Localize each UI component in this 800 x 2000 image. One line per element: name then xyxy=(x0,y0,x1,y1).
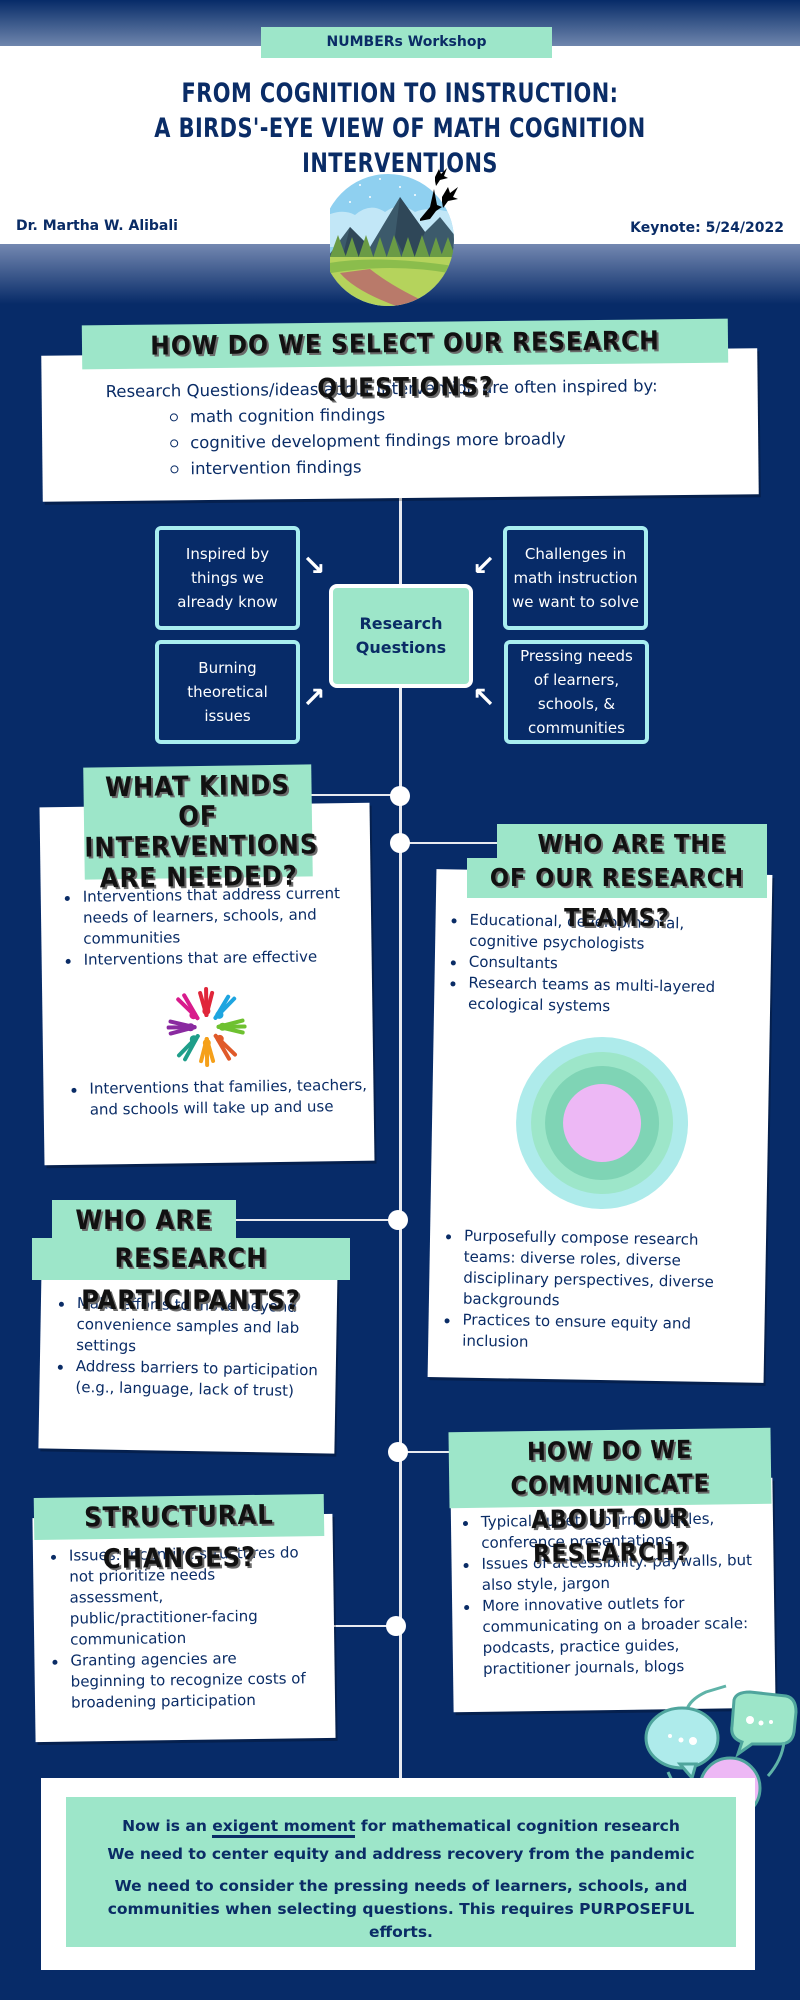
page-title: FROM COGNITION TO INSTRUCTION: A BIRDS'-… xyxy=(56,76,744,181)
connector-line xyxy=(230,1219,400,1221)
keynote-date: Keynote: 5/24/2022 xyxy=(630,220,784,236)
flow-box-theoretical: Burning theoretical issues xyxy=(155,640,300,744)
flow-box-challenges: Challenges in math instruction we want t… xyxy=(503,526,648,630)
ring-core xyxy=(563,1084,642,1163)
text: Now is an xyxy=(122,1817,213,1835)
conclusion-line-1: Now is an exigent moment for mathematica… xyxy=(66,1817,736,1838)
arrow-down-left-icon: ↙ xyxy=(472,549,496,582)
connector-line xyxy=(400,1451,452,1453)
connector-line xyxy=(400,842,510,844)
conclusion-line-3: We need to consider the pressing needs o… xyxy=(107,1877,695,1941)
list-item: Address barriers to participation (e.g.,… xyxy=(53,1356,324,1403)
title-line-2: A BIRDS'-EYE VIEW OF MATH COGNITION INTE… xyxy=(154,113,646,179)
select-questions-list: math cognition findings cognitive develo… xyxy=(166,399,659,482)
connector-line xyxy=(310,794,400,796)
structural-heading: STRUCTURAL CHANGES? xyxy=(33,1493,325,1575)
list-item: Practices to ensure equity and inclusion xyxy=(440,1309,741,1356)
interventions-heading: WHAT KINDS OF INTERVENTIONS ARE NEEDED? xyxy=(83,764,319,894)
list-item: Granting agencies are beginning to recog… xyxy=(48,1647,309,1714)
list-item: More innovative outlets for communicatin… xyxy=(460,1592,766,1680)
concentric-circles-icon xyxy=(516,1037,689,1210)
timeline-node xyxy=(386,1616,406,1636)
select-questions-heading: HOW DO WE SELECT OUR RESEARCH QUESTIONS? xyxy=(81,318,729,404)
interventions-card: Interventions that address current needs… xyxy=(39,802,375,1166)
timeline-node xyxy=(388,1210,408,1230)
timeline-node xyxy=(388,1442,408,1462)
author-name: Dr. Martha W. Alibali xyxy=(16,218,178,234)
emphasis-text: exigent moment xyxy=(212,1817,356,1838)
teams-card: Educational, developmental, cognitive ps… xyxy=(427,869,773,1383)
interventions-list-2: Interventions that families, teachers, a… xyxy=(67,1075,368,1121)
list-item: Interventions that families, teachers, a… xyxy=(67,1075,368,1121)
title-line-1: FROM COGNITION TO INSTRUCTION: xyxy=(181,78,619,109)
participants-heading-line-2: RESEARCH PARTICIPANTS? xyxy=(32,1238,350,1316)
workshop-badge: NUMBERs Workshop xyxy=(261,27,552,58)
arrow-up-right-icon: ↗ xyxy=(302,681,326,714)
heading-line: INTERVENTIONS xyxy=(84,829,319,865)
interventions-list: Interventions that address current needs… xyxy=(61,883,362,971)
participants-heading-line-1: WHO ARE OUR xyxy=(52,1200,236,1278)
teams-list-2: Purposefully compose research teams: div… xyxy=(440,1225,742,1356)
text: for mathematical cognition research xyxy=(355,1817,680,1835)
flow-box-pressing-needs: Pressing needs of learners, schools, & c… xyxy=(504,640,649,744)
timeline-node xyxy=(390,786,410,806)
heading-line: WHAT KINDS OF xyxy=(104,769,291,833)
teams-heading-line-2: OF OUR RESEARCH TEAMS? xyxy=(467,858,767,932)
arrow-up-left-icon: ↖ xyxy=(472,681,496,714)
timeline-line xyxy=(399,490,402,1780)
heading-line: ARE NEEDED? xyxy=(99,860,299,895)
research-questions-box: Research Questions xyxy=(329,584,473,688)
flow-box-inspired: Inspired by things we already know xyxy=(155,526,300,630)
list-item: intervention findings xyxy=(166,451,658,482)
list-item: Purposefully compose research teams: div… xyxy=(441,1225,742,1314)
conclusion-line-2: We need to center equity and address rec… xyxy=(107,1845,695,1863)
mountain-landscape-with-birds-icon xyxy=(330,168,458,306)
heading-line: ABOUT OUR RESEARCH? xyxy=(531,1502,691,1569)
people-circle-icon xyxy=(166,987,247,1068)
list-item: Interventions that are effective xyxy=(62,946,362,971)
timeline-node xyxy=(390,833,410,853)
connector-line xyxy=(330,1625,400,1627)
heading-line: HOW DO WE COMMUNICATE xyxy=(510,1434,711,1501)
communicate-heading: HOW DO WE COMMUNICATE ABOUT OUR RESEARCH… xyxy=(448,1427,772,1568)
list-item: Research teams as multi-layered ecologic… xyxy=(446,972,757,1019)
conclusion-panel: Now is an exigent moment for mathematica… xyxy=(66,1797,736,1947)
arrow-down-right-icon: ↘ xyxy=(302,549,326,582)
